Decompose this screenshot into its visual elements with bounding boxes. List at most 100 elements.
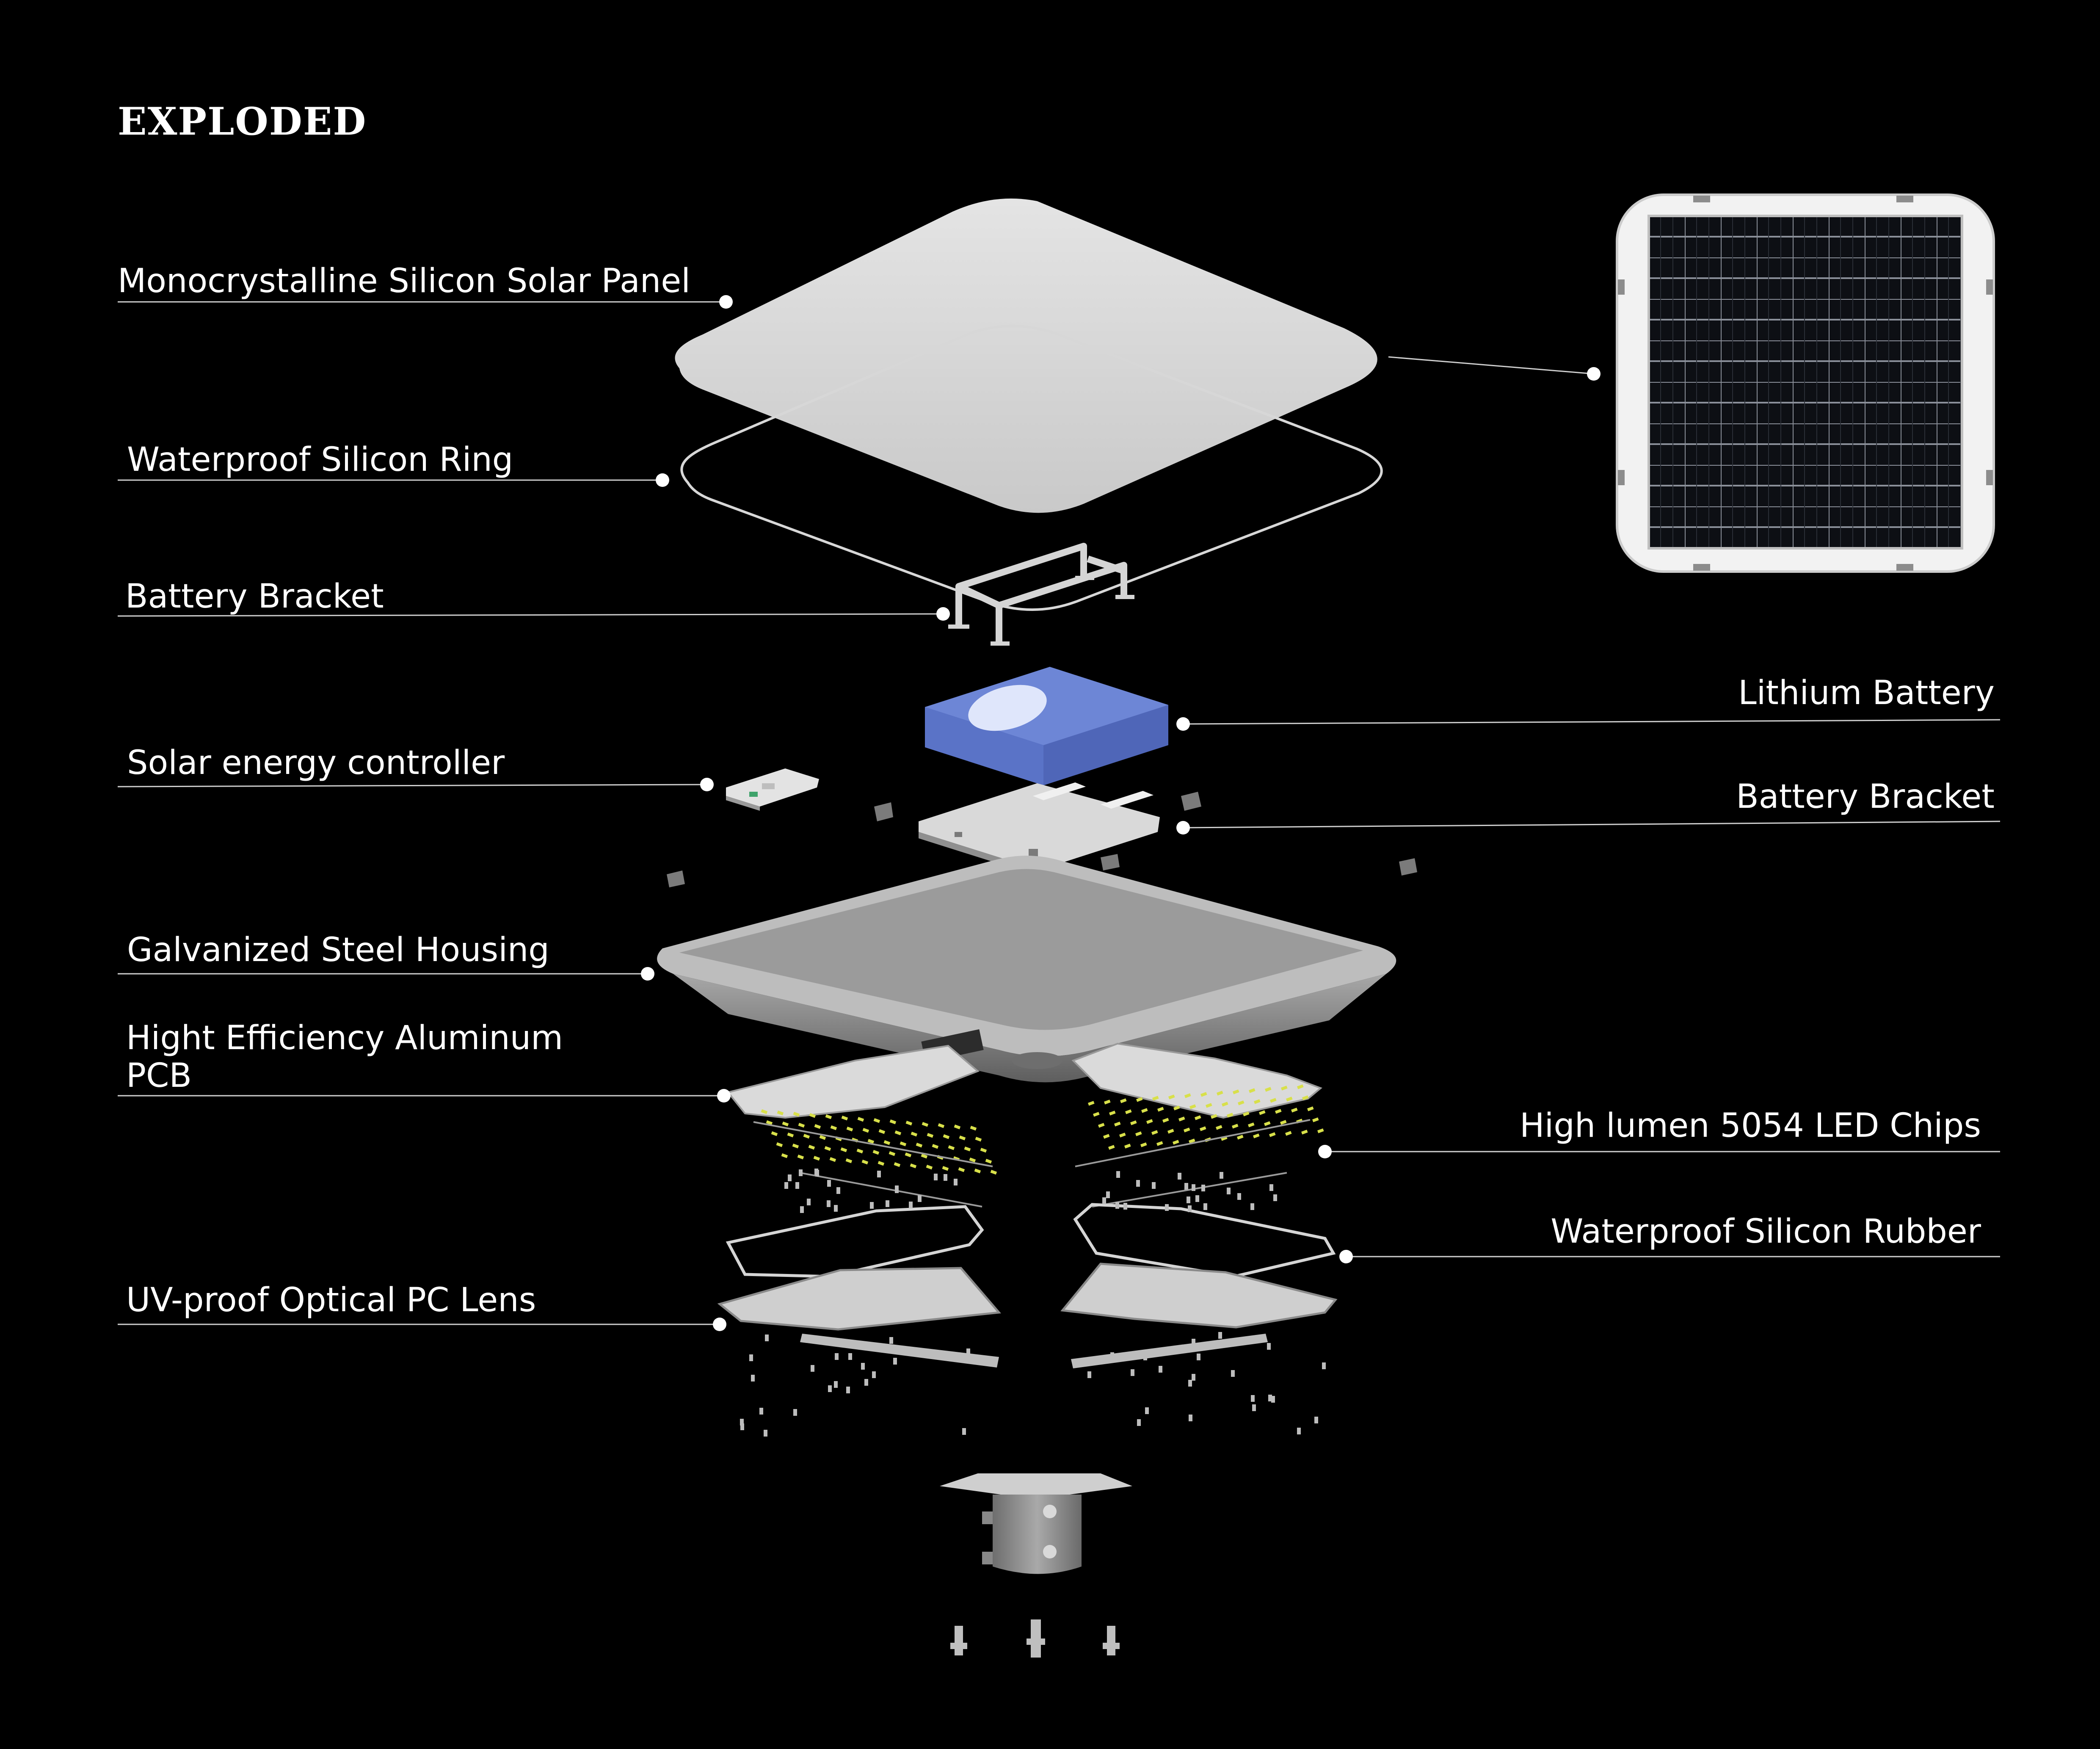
led-chip xyxy=(771,1131,778,1136)
screw xyxy=(893,1358,897,1365)
screw xyxy=(1268,1395,1272,1401)
led-chip xyxy=(776,1142,783,1147)
led-chip xyxy=(1259,1110,1266,1115)
screw xyxy=(807,1199,811,1205)
solar-panel-photo xyxy=(1616,193,1995,573)
led-chip xyxy=(809,1113,816,1118)
screw xyxy=(1087,1371,1091,1378)
screw xyxy=(1322,1362,1326,1369)
screw xyxy=(1192,1374,1195,1381)
mounting-clips xyxy=(667,792,1417,887)
label-solar-controller: Solar energy controller xyxy=(127,744,505,782)
screw xyxy=(944,1174,947,1181)
led-chip xyxy=(1227,1113,1234,1118)
led-chip xyxy=(1253,1133,1260,1138)
screw xyxy=(800,1206,804,1213)
label-silicon-ring: Waterproof Silicon Ring xyxy=(127,441,513,479)
led-chip xyxy=(1156,1141,1163,1146)
led-chip xyxy=(948,1145,955,1150)
solar-controller-part xyxy=(726,768,819,811)
led-chip xyxy=(1286,1097,1293,1102)
screw xyxy=(1251,1395,1255,1402)
led-chip xyxy=(793,1111,800,1117)
screw xyxy=(962,1428,966,1435)
led-chip xyxy=(1184,1093,1191,1098)
led-chip xyxy=(873,1118,880,1123)
led-chip xyxy=(1317,1128,1324,1133)
led-chip xyxy=(1237,1135,1244,1140)
led-chip xyxy=(878,1129,886,1134)
led-chip xyxy=(980,1148,987,1153)
screw xyxy=(765,1335,769,1341)
screw xyxy=(759,1408,763,1415)
led-chip xyxy=(1195,1115,1201,1120)
screw xyxy=(799,1169,803,1176)
led-chip xyxy=(1237,1100,1245,1105)
led-chip xyxy=(1248,1122,1255,1127)
led-chip xyxy=(1211,1114,1217,1119)
led-chip xyxy=(813,1156,820,1161)
label-lithium-battery: Lithium Battery xyxy=(1738,674,1995,712)
led-chip xyxy=(1312,1117,1319,1122)
led-chip xyxy=(1281,1086,1288,1091)
led-chip xyxy=(975,1137,982,1142)
led-chip xyxy=(825,1114,832,1119)
screw xyxy=(1252,1404,1256,1411)
led-chip xyxy=(777,1111,784,1116)
steel-housing-part xyxy=(657,856,1396,1083)
silicon-rubber-part xyxy=(726,1203,1336,1278)
led-chip xyxy=(1232,1124,1239,1129)
led-chip xyxy=(1108,1145,1115,1150)
screw xyxy=(1137,1419,1141,1426)
part-labels: Monocrystalline Silicon Solar Panel Wate… xyxy=(118,262,1995,1319)
led-chip xyxy=(1249,1088,1256,1093)
led-chip xyxy=(959,1136,966,1141)
led-chip xyxy=(954,1125,961,1130)
led-chip xyxy=(938,1123,945,1128)
screw xyxy=(1218,1332,1222,1339)
led-chip xyxy=(1141,1108,1148,1113)
screw xyxy=(1192,1339,1195,1346)
led-chip xyxy=(905,1152,912,1158)
screw xyxy=(1231,1370,1235,1377)
screws xyxy=(740,1169,1326,1437)
screw xyxy=(1267,1343,1271,1350)
screw xyxy=(1188,1380,1192,1387)
led-chip xyxy=(1189,1104,1196,1109)
screw xyxy=(966,1348,970,1355)
label-pcb-line2: PCB xyxy=(126,1057,192,1095)
screw xyxy=(827,1180,831,1187)
screw xyxy=(886,1200,889,1207)
led-chip xyxy=(1222,1102,1228,1107)
led-chip xyxy=(1104,1100,1111,1105)
led-chip xyxy=(942,1166,949,1171)
led-chip xyxy=(861,1160,869,1165)
led-chip xyxy=(1114,1122,1121,1127)
screw xyxy=(1123,1203,1127,1210)
screw xyxy=(834,1205,838,1212)
led-chip xyxy=(921,1154,928,1159)
screw xyxy=(749,1354,753,1361)
screw xyxy=(877,1171,881,1177)
led-chip xyxy=(916,1143,923,1148)
screw xyxy=(814,1169,818,1175)
screw xyxy=(1237,1193,1241,1200)
label-silicon-rubber: Waterproof Silicon Rubber xyxy=(1551,1213,1981,1251)
led-chip xyxy=(985,1158,992,1164)
screw xyxy=(1227,1188,1231,1194)
pc-lens-part xyxy=(717,1263,1338,1368)
led-chip xyxy=(990,1170,997,1175)
led-chip xyxy=(1172,1140,1179,1145)
screw xyxy=(1165,1204,1169,1211)
led-chip xyxy=(1200,1092,1207,1097)
screw xyxy=(1187,1196,1190,1203)
screw xyxy=(918,1195,922,1202)
led-chip xyxy=(926,1165,933,1170)
led-chip xyxy=(1162,1118,1169,1123)
screw xyxy=(1136,1180,1140,1187)
screw xyxy=(827,1200,831,1207)
led-chip xyxy=(883,1140,891,1145)
led-chip xyxy=(1140,1142,1147,1147)
screw xyxy=(954,1179,958,1185)
